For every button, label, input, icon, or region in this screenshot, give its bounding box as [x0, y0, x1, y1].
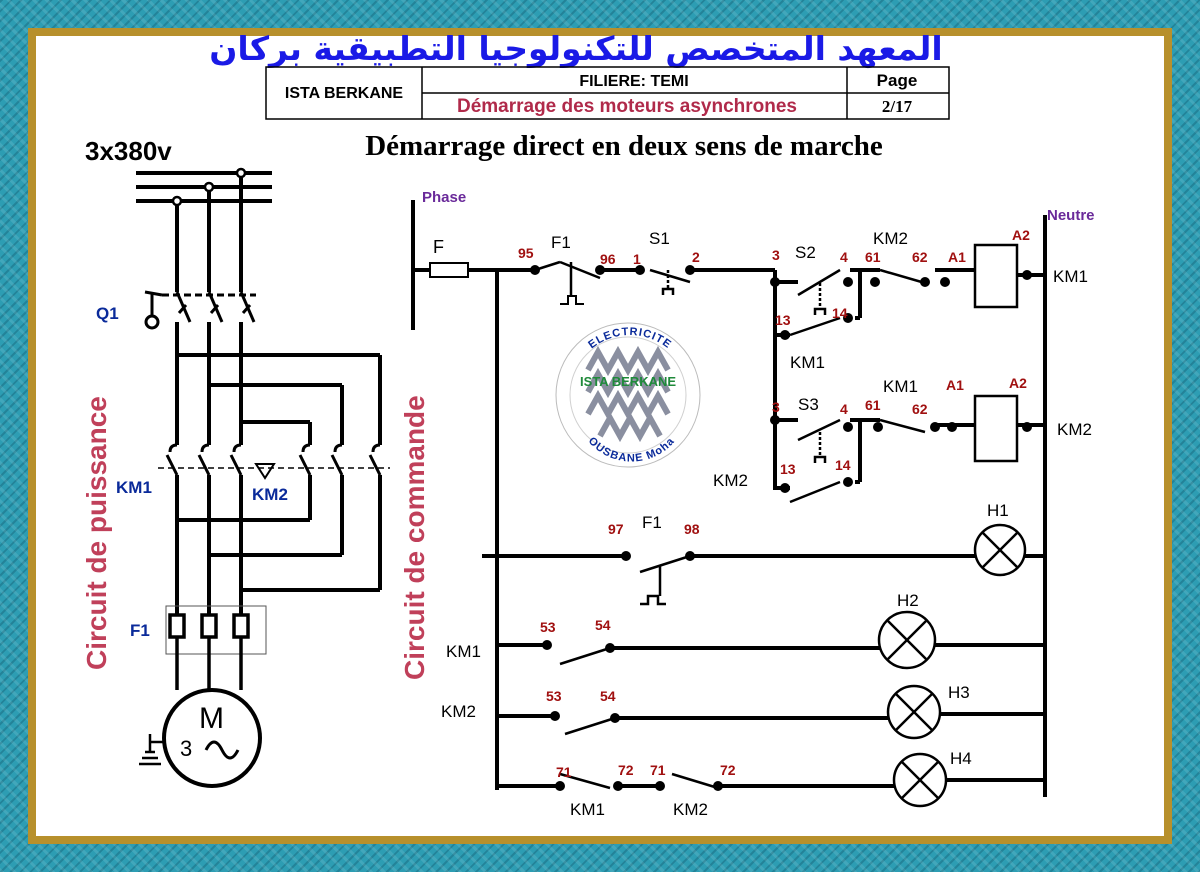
term-r1-13: 13 — [775, 312, 791, 328]
main-title: Démarrage direct en deux sens de marche — [365, 130, 883, 162]
motor-phase-count: 3 — [180, 736, 192, 761]
term-r2-62: 62 — [912, 401, 928, 417]
lamp-h3 — [886, 684, 942, 740]
institute-cell: ISTA BERKANE — [285, 85, 404, 102]
arabic-title: المعهد المتخصص للتكنولوجيا التطبيقية برك… — [209, 29, 942, 69]
fuse-f — [429, 262, 469, 278]
term-r6-72b: 72 — [720, 762, 736, 778]
row4-wiring — [497, 643, 1045, 666]
term-r4-54: 54 — [595, 617, 611, 633]
term-r1-3: 3 — [772, 247, 780, 263]
term-s1-2: 2 — [692, 249, 700, 265]
supply-voltage-label: 3x380v — [85, 136, 172, 166]
km2-coil-label: KM2 — [1057, 420, 1092, 439]
h1-label: H1 — [987, 501, 1009, 520]
km2-interlock-label: KM2 — [873, 229, 908, 248]
ground-icon — [139, 734, 164, 766]
km1-power-label: KM1 — [116, 478, 152, 497]
s3-label: S3 — [798, 395, 819, 414]
term-r1-14: 14 — [832, 305, 848, 321]
term-r2-13: 13 — [780, 461, 796, 477]
term-r6-72a: 72 — [618, 762, 634, 778]
power-circuit: 3x380v Q1 — [81, 136, 390, 788]
page-label-cell: Page — [877, 71, 918, 90]
term-r2-3: 3 — [772, 399, 780, 415]
km1-coil-label: KM1 — [1053, 267, 1088, 286]
control-circuit: Circuit de commande Phase Neutre F — [399, 189, 1095, 819]
term-r1-4: 4 — [840, 249, 848, 265]
lamp-h1 — [973, 523, 1027, 577]
term-r6-71a: 71 — [556, 764, 572, 780]
s1-label: S1 — [649, 229, 670, 248]
term-r5-54: 54 — [600, 688, 616, 704]
term-96: 96 — [600, 251, 616, 267]
neutre-label: Neutre — [1047, 207, 1095, 224]
fuse-label: F — [433, 237, 444, 257]
term-s1-1: 1 — [633, 251, 641, 267]
f1-power-label: F1 — [130, 621, 150, 640]
lamp-h2 — [877, 610, 937, 670]
phase-label: Phase — [422, 189, 466, 206]
km1-h2-label: KM1 — [446, 642, 481, 661]
page-number-cell: 2/17 — [882, 97, 913, 116]
km1-coil — [973, 243, 1019, 309]
ac-wave-icon — [204, 740, 240, 760]
term-r2-61: 61 — [865, 397, 881, 413]
km2-power-label: KM2 — [252, 485, 288, 504]
term-r1-62: 62 — [912, 249, 928, 265]
motor-symbol — [162, 688, 262, 788]
term-r1-61: 61 — [865, 249, 881, 265]
q1-label: Q1 — [96, 304, 119, 323]
km-power-contacts — [158, 443, 390, 480]
term-r2-a1: A1 — [946, 377, 964, 393]
control-circuit-title: Circuit de commande — [399, 395, 430, 680]
f1-relay-box — [165, 605, 267, 655]
term-r1-a1: A1 — [948, 249, 966, 265]
row3-wiring — [482, 554, 1045, 606]
term-r5-53: 53 — [546, 688, 562, 704]
term-r2-14: 14 — [835, 457, 851, 473]
subject-cell: Démarrage des moteurs asynchrones — [457, 96, 797, 117]
km2-h4-label: KM2 — [673, 800, 708, 819]
term-r2-4: 4 — [840, 401, 848, 417]
f1-alarm-label: F1 — [642, 513, 662, 532]
q1-disconnector — [144, 290, 256, 330]
term-95: 95 — [518, 245, 534, 261]
lamp-h4 — [892, 752, 948, 808]
h2-label: H2 — [897, 591, 919, 610]
f1-control-label: F1 — [551, 233, 571, 252]
km2-h3-label: KM2 — [441, 702, 476, 721]
h3-label: H3 — [948, 683, 970, 702]
term-r6-71b: 71 — [650, 762, 666, 778]
km1-hold-label: KM1 — [790, 353, 825, 372]
term-r2-a2: A2 — [1009, 375, 1027, 391]
row6-wiring — [497, 772, 1045, 790]
logo-center-text: ISTA BERKANE — [580, 374, 676, 389]
f1-thermal-elements — [168, 613, 250, 690]
ista-logo: ISTA BERKANE ELECTRICITE OUSBANE Moha — [555, 322, 701, 468]
km1-h4-label: KM1 — [570, 800, 605, 819]
h4-label: H4 — [950, 749, 972, 768]
logo-mark-icon — [585, 345, 671, 443]
row5-wiring — [497, 712, 1045, 736]
term-r4-53: 53 — [540, 619, 556, 635]
filiere-cell: FILIERE: TEMI — [579, 73, 688, 90]
km1-interlock-label: KM1 — [883, 377, 918, 396]
km2-hold-label: KM2 — [713, 471, 748, 490]
km2-coil — [973, 394, 1019, 463]
term-98: 98 — [684, 521, 700, 537]
motor-m-label: M — [199, 702, 224, 735]
header-table — [265, 66, 950, 120]
s2-label: S2 — [795, 243, 816, 262]
term-97: 97 — [608, 521, 624, 537]
power-circuit-title: Circuit de puissance — [81, 396, 112, 670]
term-r1-a2: A2 — [1012, 227, 1030, 243]
